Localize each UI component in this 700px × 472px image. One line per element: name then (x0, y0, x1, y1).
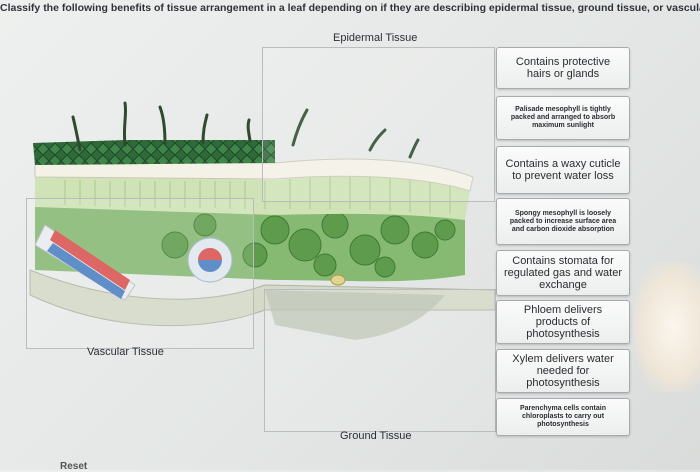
upper-epidermis (34, 158, 474, 192)
palisade-mesophyll (35, 175, 470, 220)
card-protective-hairs[interactable]: Contains protective hairs or glands (496, 47, 630, 89)
card-xylem[interactable]: Xylem delivers water needed for photosyn… (496, 349, 630, 393)
card-stomata[interactable]: Contains stomata for regulated gas and w… (496, 250, 630, 296)
reset-button[interactable]: Reset (60, 461, 88, 472)
card-parenchyma[interactable]: Parenchyma cells contain chloroplasts to… (496, 398, 630, 436)
vascular-bundle (34, 224, 233, 301)
epidermal-drop-zone[interactable] (262, 47, 495, 202)
trichomes (71, 101, 420, 159)
vascular-zone-label: Vascular Tissue (87, 346, 164, 358)
leaf-cross-section-illustration (29, 101, 495, 340)
ground-drop-zone[interactable] (264, 289, 496, 432)
question-text: Classify the following benefits of tissu… (0, 2, 700, 14)
background-glare (633, 262, 700, 392)
waxy-cuticle-surface (33, 140, 275, 165)
card-palisade-mesophyll[interactable]: Palisade mesophyll is tightly packed and… (496, 96, 630, 140)
vascular-drop-zone[interactable] (26, 198, 254, 349)
epidermal-zone-label: Epidermal Tissue (333, 32, 418, 44)
card-waxy-cuticle[interactable]: Contains a waxy cuticle to prevent water… (496, 146, 630, 194)
stoma (330, 274, 346, 286)
ground-zone-label: Ground Tissue (340, 430, 412, 442)
card-phloem[interactable]: Phloem delivers products of photosynthes… (496, 300, 630, 344)
card-spongy-mesophyll[interactable]: Spongy mesophyll is loosely packed to in… (496, 198, 630, 245)
